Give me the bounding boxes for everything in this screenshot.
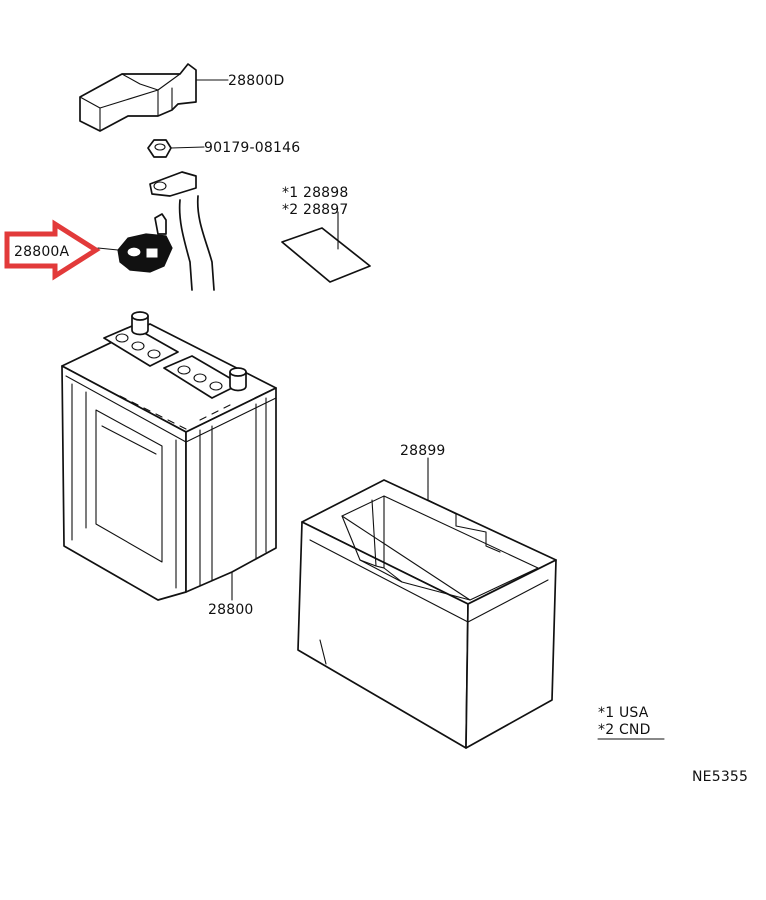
label-sticker-usa: *1 28898	[282, 185, 349, 201]
label-tray: 28899	[400, 443, 446, 459]
terminal-cover	[79, 63, 229, 132]
label-cover: 28800D	[228, 73, 285, 89]
battery-cable	[149, 171, 215, 291]
label-battery: 28800	[208, 602, 254, 618]
label-terminal: 28800A	[14, 244, 70, 260]
label-sticker-cnd: *2 28897	[282, 202, 349, 218]
legend-usa: *1 USA	[598, 705, 649, 721]
nut	[147, 139, 205, 158]
battery-tray	[297, 457, 557, 749]
battery-terminal-clamp	[97, 213, 173, 273]
battery	[61, 311, 277, 601]
red-arrow-icon	[4, 219, 101, 281]
legend-cnd: *2 CND	[598, 722, 651, 738]
label-sticker	[281, 211, 371, 283]
label-nut: 90179-08146	[204, 140, 300, 156]
figure-id: NE5355	[692, 769, 748, 785]
